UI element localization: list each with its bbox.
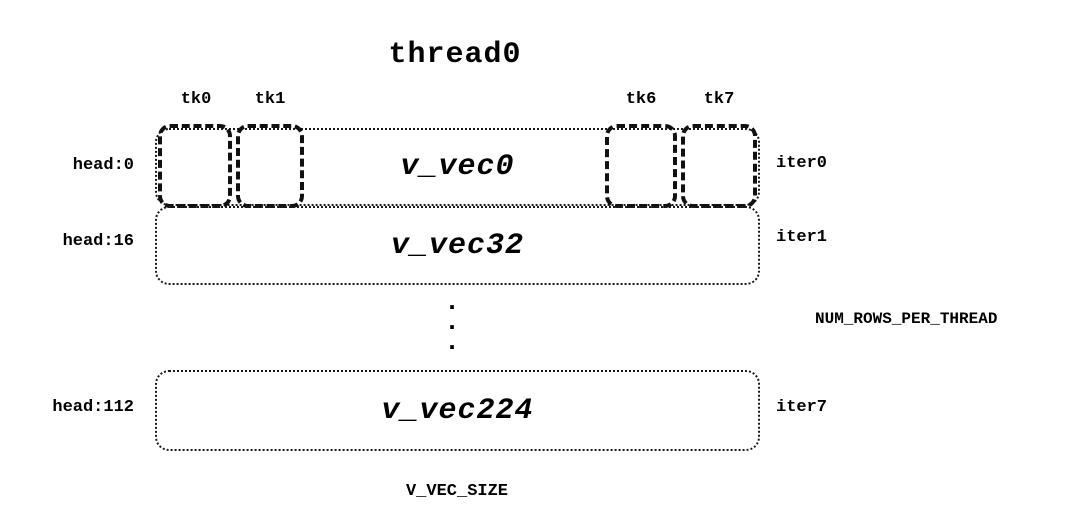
head-label-iter7: head:112 [52,398,134,417]
vertical-ellipsis: . . . [444,287,460,357]
vec-label-iter7: v_vec224 [381,393,534,428]
tk0-label: tk0 [180,90,212,109]
vec-label-iter0: v_vec0 [400,150,515,184]
tk1-box [236,124,304,208]
tk0-box [158,124,232,208]
tk1-label: tk1 [254,90,286,109]
iter-label-iter7: iter7 [776,398,828,417]
num-rows-per-thread-label: NUM_ROWS_PER_THREAD [815,310,998,328]
row-box-iter0: v_vec0 [155,128,760,206]
tk7-box [681,124,757,208]
iter-label-iter0: iter0 [776,154,828,173]
iter-label-iter1: iter1 [776,228,828,247]
row-box-iter1: v_vec32 [155,206,760,285]
tk6-label: tk6 [625,90,657,109]
row-box-iter7: v_vec224 [155,370,760,451]
vec-label-iter1: v_vec32 [390,228,525,263]
tk6-box [605,124,677,208]
v-vec-size-label: V_VEC_SIZE [405,482,509,501]
tk7-label: tk7 [703,90,735,109]
diagram-title: thread0 [388,38,522,72]
head-label-iter1: head:16 [62,232,134,251]
head-label-iter0: head:0 [72,156,134,175]
